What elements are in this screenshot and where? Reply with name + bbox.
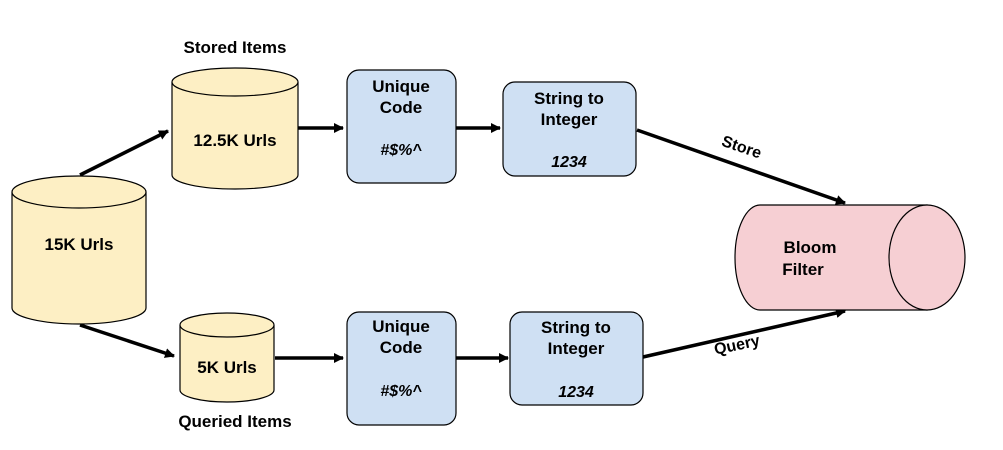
bloom-filter-end xyxy=(888,204,966,311)
queried-code-line1: Unique xyxy=(372,317,430,336)
stored-code-symbol: #$%^ xyxy=(380,142,422,159)
queried-label: 5K Urls xyxy=(197,358,257,377)
source-label: 15K Urls xyxy=(45,235,114,254)
queried-cylinder-top xyxy=(179,312,275,338)
stored-cylinder: 12.5K Urls xyxy=(171,67,299,190)
stored-cylinder-top xyxy=(171,67,299,97)
queried-int-line1: String to xyxy=(541,318,611,337)
queried-cylinder-body xyxy=(179,325,275,403)
source-cylinder-body xyxy=(11,192,147,325)
stored-cylinder-body xyxy=(171,82,299,190)
queried-code-line2: Code xyxy=(380,338,423,357)
edge-label-query: Query xyxy=(713,332,762,358)
stored-int-line1: String to xyxy=(534,89,604,108)
edge-source-to-queried xyxy=(79,323,175,358)
queried-int-line2: Integer xyxy=(548,339,605,358)
queried-unique-code-box: Unique Code #$%^ xyxy=(346,311,457,426)
bloom-filter-line1: Bloom xyxy=(784,238,837,257)
edge-source-to-stored xyxy=(79,129,169,177)
bloom-filter-cylinder: Bloom Filter xyxy=(734,204,966,311)
stored-label: 12.5K Urls xyxy=(193,131,276,150)
queried-code-symbol: #$%^ xyxy=(380,383,422,400)
edge-int-to-bloom-store xyxy=(636,128,846,205)
stored-int-value: 1234 xyxy=(551,154,587,171)
edges xyxy=(79,123,846,363)
edge-label-store: Store xyxy=(719,133,763,162)
queried-cylinder: 5K Urls xyxy=(179,312,275,403)
queried-string-to-integer-box: String to Integer 1234 xyxy=(509,311,644,406)
stored-code-line2: Code xyxy=(380,98,423,117)
stored-unique-code-box: Unique Code #$%^ xyxy=(346,69,457,184)
bloom-filter-body xyxy=(734,204,928,311)
stored-code-line1: Unique xyxy=(372,77,430,96)
stored-string-to-integer-box: String to Integer 1234 xyxy=(502,81,637,177)
source-cylinder: 15K Urls xyxy=(11,175,147,325)
stored-int-line2: Integer xyxy=(541,110,598,129)
queried-int-value: 1234 xyxy=(558,384,594,401)
source-cylinder-top xyxy=(11,175,147,209)
bloom-filter-line2: Filter xyxy=(782,260,824,279)
queried-items-caption: Queried Items xyxy=(178,412,291,431)
stored-items-caption: Stored Items xyxy=(184,38,287,57)
edge-int-to-bloom-query xyxy=(642,308,846,359)
